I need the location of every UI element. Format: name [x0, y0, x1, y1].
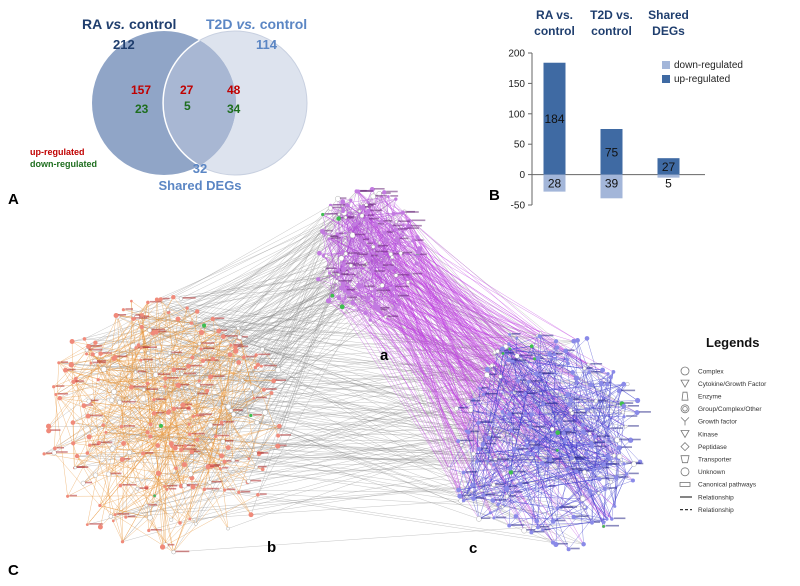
enzyme-icon	[682, 392, 688, 400]
venn-mid-up: 27	[180, 83, 194, 97]
legend-item: Transporter	[681, 456, 732, 464]
circle-icon	[681, 468, 689, 476]
y-tick-label: 200	[508, 49, 525, 60]
bar-label-up: 75	[605, 145, 619, 159]
legend-item: Complex	[681, 367, 724, 375]
legend-label: down-regulated	[674, 60, 743, 71]
legend-item-label: Cytokine/Growth Factor	[698, 381, 767, 388]
bar-label-down: 28	[548, 177, 562, 191]
legend-item-label: Transporter	[698, 457, 732, 464]
rect-icon	[680, 482, 690, 486]
legend-item: Relationship	[680, 507, 734, 514]
cluster-label-c: c	[469, 540, 477, 557]
triangle-down-icon	[681, 380, 689, 387]
venn-left-total: 212	[113, 37, 135, 52]
venn-legend-up: up-regulated	[30, 147, 85, 157]
legend-item: Relationship	[680, 494, 734, 501]
bar-label-up: 184	[544, 112, 564, 126]
trapezoid-icon	[681, 456, 689, 463]
venn-shared-total: 32	[193, 161, 207, 176]
legend-item-label: Enzyme	[698, 394, 722, 401]
y-tick-label: 100	[508, 109, 525, 120]
y-tick-label: 150	[508, 79, 525, 90]
diamond-icon	[681, 443, 689, 451]
venn-legend-down: down-regulated	[30, 159, 97, 169]
bar-label-down: 5	[665, 177, 672, 191]
circle-icon	[681, 367, 689, 375]
legend-swatch	[662, 61, 670, 69]
legend-item-label: Relationship	[698, 494, 734, 501]
venn-left-down: 23	[135, 102, 149, 116]
bar-label-down: 39	[605, 177, 619, 191]
legend-item-label: Group/Complex/Other	[698, 406, 762, 413]
panel-label-b: B	[489, 187, 500, 204]
legend-item: Peptidase	[681, 443, 727, 451]
legend-item-label: Unknown	[698, 469, 725, 476]
category-label: DEGs	[652, 24, 685, 38]
cluster-label-b: b	[267, 539, 276, 556]
legend-item: Unknown	[681, 468, 725, 476]
legend-item-label: Kinase	[698, 431, 718, 438]
double-circle-icon	[681, 405, 689, 413]
bar-chart: 200 150 100 50 0 -50 184 28 RA vs. control 75 39 T2D…	[508, 8, 743, 212]
venn-shared-label: Shared DEGs	[158, 178, 241, 193]
legend-item-label: Relationship	[698, 507, 734, 514]
legend-item: Kinase	[681, 431, 718, 439]
venn-left-up: 157	[131, 83, 151, 97]
category-label: Shared	[648, 8, 689, 22]
venn-right-up: 48	[227, 83, 241, 97]
legend-item: Group/Complex/Other	[681, 405, 762, 413]
interaction-network: a b c	[43, 187, 651, 557]
legend-item-label: Peptidase	[698, 444, 727, 451]
category-label: RA vs.	[536, 8, 573, 22]
y-tick-label: 50	[514, 140, 526, 151]
venn-left-title: RA vs. control	[82, 16, 176, 32]
legend-label: up-regulated	[674, 74, 730, 85]
panel-label-c: C	[8, 562, 19, 579]
legend-item-label: Canonical pathways	[698, 482, 757, 489]
legend-item: Enzyme	[682, 392, 722, 400]
legend-swatch	[662, 75, 670, 83]
venn-right-title: T2D vs. control	[206, 16, 307, 32]
legend-item-label: Growth factor	[698, 419, 738, 426]
category-label: control	[591, 24, 632, 38]
category-label: control	[534, 24, 575, 38]
venn-right-down: 34	[227, 102, 241, 116]
legend-item: Growth factor	[681, 417, 738, 425]
venn-right-total: 114	[256, 37, 278, 52]
venn-diagram: RA vs. control 212 T2D vs. control 114 1…	[30, 16, 307, 193]
legend-item-label: Complex	[698, 368, 724, 375]
y-shape-icon	[681, 417, 689, 425]
bar-label-up: 27	[662, 160, 676, 174]
legend-item: Cytokine/Growth Factor	[681, 380, 767, 388]
panel-label-a: A	[8, 191, 19, 208]
cluster-label-a: a	[380, 347, 389, 364]
triangle-down-icon	[681, 431, 689, 438]
y-tick-label: 0	[519, 170, 525, 181]
category-label: T2D vs.	[590, 8, 633, 22]
legend-item: Canonical pathways	[680, 482, 757, 489]
venn-mid-down: 5	[184, 99, 191, 113]
y-tick-label: -50	[511, 201, 526, 212]
legends-title: Legends	[706, 335, 759, 350]
